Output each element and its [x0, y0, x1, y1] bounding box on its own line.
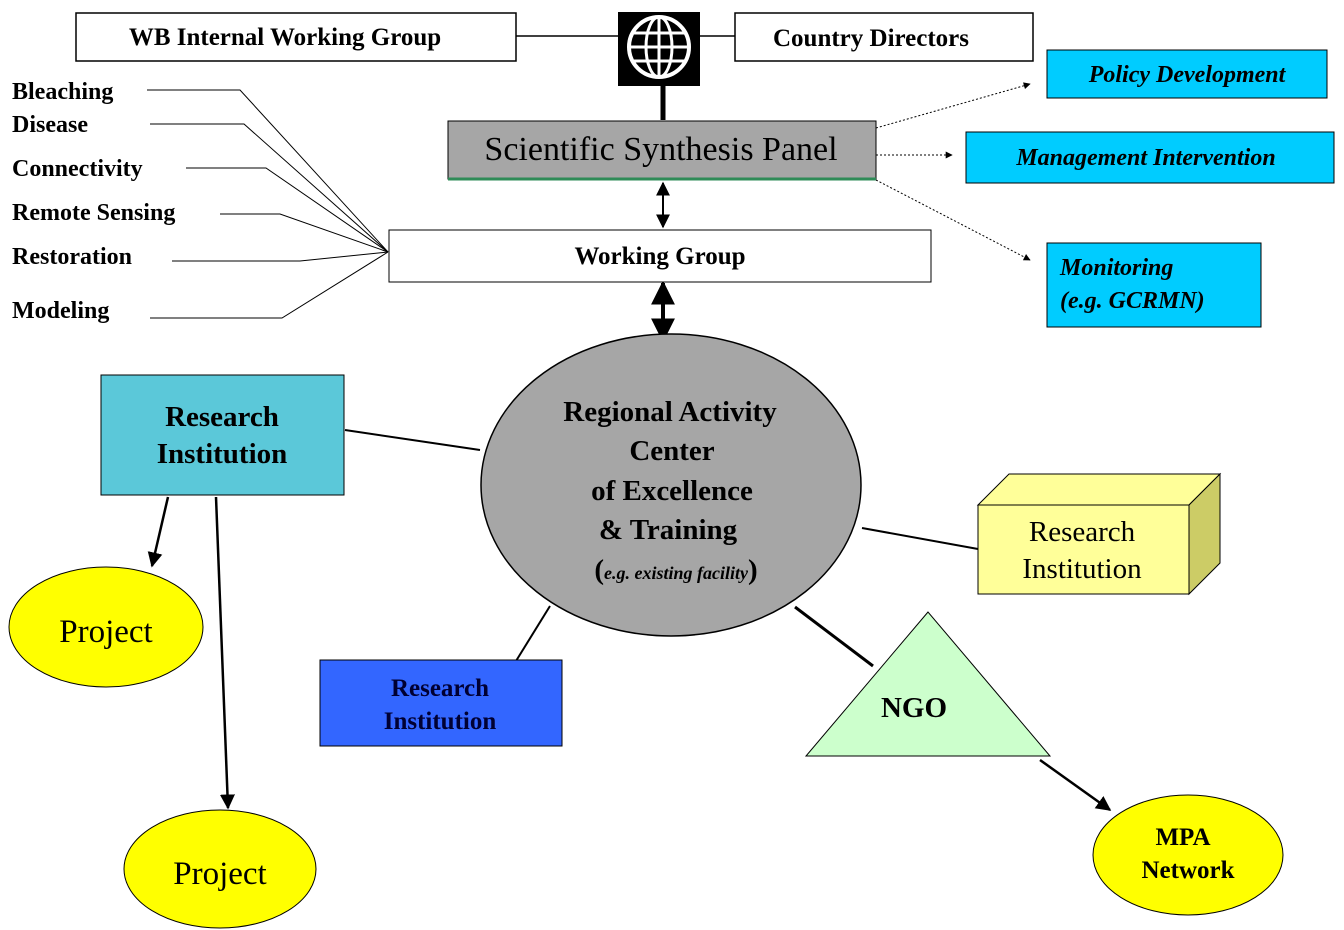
- output-policy-development: Policy Development: [1046, 49, 1328, 99]
- topic-label: Bleaching: [12, 79, 113, 105]
- bottom-institution-line: [515, 605, 551, 662]
- institution-label-line1: Research: [165, 401, 279, 433]
- output-label: Management Intervention: [1015, 145, 1275, 171]
- topic-label: Modeling: [12, 298, 109, 324]
- institution-label-line2: Institution: [1022, 553, 1142, 585]
- restoration-leader: [172, 251, 389, 262]
- institution-label-line2: Institution: [384, 708, 497, 735]
- right-institution-line: [861, 527, 979, 550]
- modeling-leader: [150, 251, 389, 319]
- wb-internal-group-label: WB Internal Working Group: [129, 24, 441, 51]
- ngo-mpa-arrow: [1039, 758, 1112, 812]
- ngo-label: NGO: [881, 692, 947, 724]
- mpa-network-ellipse: MPA Network: [1092, 794, 1284, 916]
- project-label: Project: [173, 856, 266, 892]
- institution-label-line1: Research: [1029, 516, 1136, 548]
- left-institution-line: [344, 429, 481, 451]
- output-label-sub: (e.g. GCRMN): [1060, 288, 1205, 314]
- working-group-label: Working Group: [574, 243, 745, 270]
- disease-leader: [150, 123, 389, 253]
- institution-label-line1: Research: [391, 675, 489, 702]
- topic-label: Restoration: [12, 244, 132, 270]
- ngo-triangle: NGO: [804, 611, 1052, 757]
- center-paren-open: (: [594, 554, 604, 586]
- project-ellipse-2: Project: [123, 809, 317, 929]
- panel-policy-arrow: [875, 82, 1031, 129]
- output-management-intervention: Management Intervention: [965, 131, 1335, 184]
- topic-label: Remote Sensing: [12, 200, 175, 226]
- output-label: Monitoring: [1059, 255, 1173, 281]
- project-ellipse-1: Project: [8, 566, 204, 688]
- institution-project1-arrow: [147, 496, 170, 568]
- center-label-line2: Center: [629, 435, 714, 467]
- country-directors-label: Country Directors: [773, 25, 969, 52]
- research-institution-right: Research Institution: [976, 472, 1222, 596]
- mpa-label-line2: Network: [1141, 857, 1234, 884]
- institution-label-line2: Institution: [157, 438, 288, 470]
- center-note-text: e.g. existing facility: [604, 563, 749, 583]
- output-monitoring: Monitoring (e.g. GCRMN): [1046, 242, 1262, 328]
- panel-monitoring-arrow: [875, 179, 1031, 261]
- institution-project2-arrow: [214, 496, 235, 810]
- country-directors-box: Country Directors: [734, 12, 1034, 62]
- topic-list: Bleaching Disease Connectivity Remote Se…: [12, 79, 175, 324]
- scientific-synthesis-panel: Scientific Synthesis Panel: [447, 120, 877, 181]
- center-label-line4: & Training: [599, 514, 738, 546]
- bleaching-leader: [147, 89, 389, 253]
- world-bank-globe-icon: [618, 12, 700, 86]
- regional-activity-center: Regional Activity Center of Excellence &…: [480, 333, 862, 637]
- center-label-line1: Regional Activity: [563, 396, 777, 428]
- project-label: Project: [59, 614, 152, 650]
- working-group-box: Working Group: [388, 229, 932, 283]
- wb-internal-group-box: WB Internal Working Group: [75, 12, 517, 62]
- center-paren-close: ): [748, 554, 758, 586]
- center-ngo-line: [794, 605, 874, 668]
- connectivity-leader: [186, 167, 389, 253]
- research-institution-bottom: Research Institution: [319, 659, 563, 747]
- topic-label: Connectivity: [12, 156, 143, 182]
- remote-sensing-leader: [220, 213, 389, 253]
- output-label: Policy Development: [1088, 62, 1287, 88]
- topic-label: Disease: [12, 112, 88, 138]
- center-label-note: (e.g. existing facility): [594, 554, 757, 586]
- connectors: [147, 35, 1112, 812]
- center-label-line3: of Excellence: [591, 475, 753, 507]
- panel-title: Scientific Synthesis Panel: [484, 131, 837, 168]
- research-institution-left: Research Institution: [100, 374, 345, 496]
- mpa-label-line1: MPA: [1155, 824, 1210, 851]
